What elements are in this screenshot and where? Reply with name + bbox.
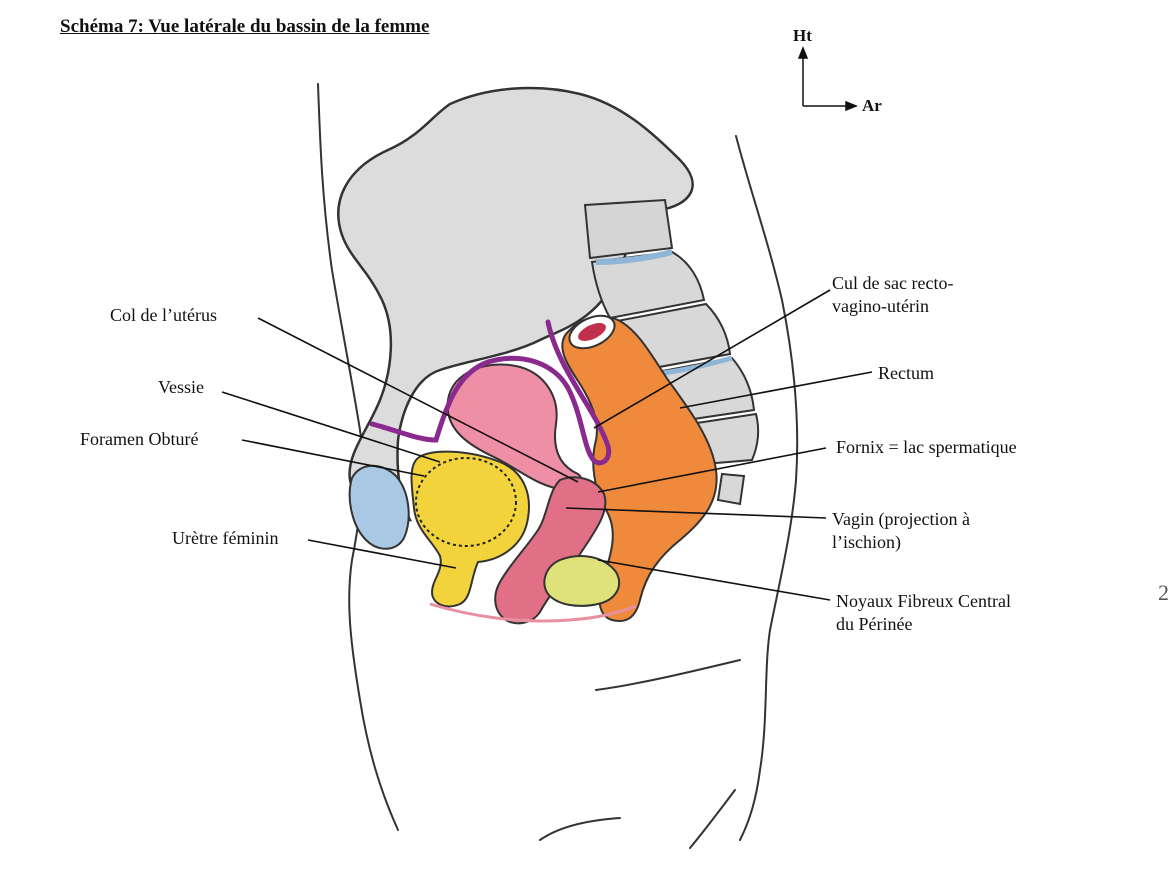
obturator-foramen-ring [415, 457, 517, 547]
label-uretre: Urètre féminin [172, 528, 279, 548]
label-col-uterus: Col de l’utérus [110, 305, 217, 325]
leader-foramen [241, 439, 425, 477]
leader-uretre [307, 539, 457, 569]
leader-vagin [565, 507, 827, 519]
perineal-body [543, 555, 621, 607]
peritoneum-line [369, 319, 612, 466]
leader-noyaux [597, 559, 831, 601]
label-noyaux: Noyaux Fibreux Central du Périnée [836, 591, 1011, 634]
rectum-shape [561, 315, 718, 622]
label-rectum: Rectum [878, 363, 934, 383]
stray-mark: 2 [1158, 580, 1169, 605]
leader-fornix [597, 447, 827, 493]
orientation-arrows [797, 45, 859, 112]
leader-lines [221, 289, 873, 601]
bladder-shape [446, 363, 583, 492]
label-vessie: Vessie [158, 377, 204, 397]
iliac-bone [337, 86, 694, 522]
label-vagin: Vagin (projection à l’ischion) [832, 509, 970, 552]
label-fornix: Fornix = lac spermatique [836, 437, 1017, 457]
coccyx [716, 472, 746, 506]
perineum-base [429, 602, 637, 623]
leader-rectum [679, 371, 873, 409]
pubis-shape [410, 450, 530, 608]
vagina-shape [494, 476, 607, 625]
leader-vessie [221, 391, 441, 463]
leader-col-uterus [257, 317, 579, 483]
sacrum [583, 198, 760, 468]
label-foramen: Foramen Obturé [80, 429, 199, 449]
axis-up-label: Ht [793, 26, 812, 45]
diagram-title: Schéma 7: Vue latérale du bassin de la f… [60, 16, 430, 37]
axis-right-label: Ar [862, 96, 882, 115]
label-cul-de-sac: Cul de sac recto- vagino-utérin [832, 273, 954, 316]
leader-cul-de-sac [593, 289, 831, 429]
